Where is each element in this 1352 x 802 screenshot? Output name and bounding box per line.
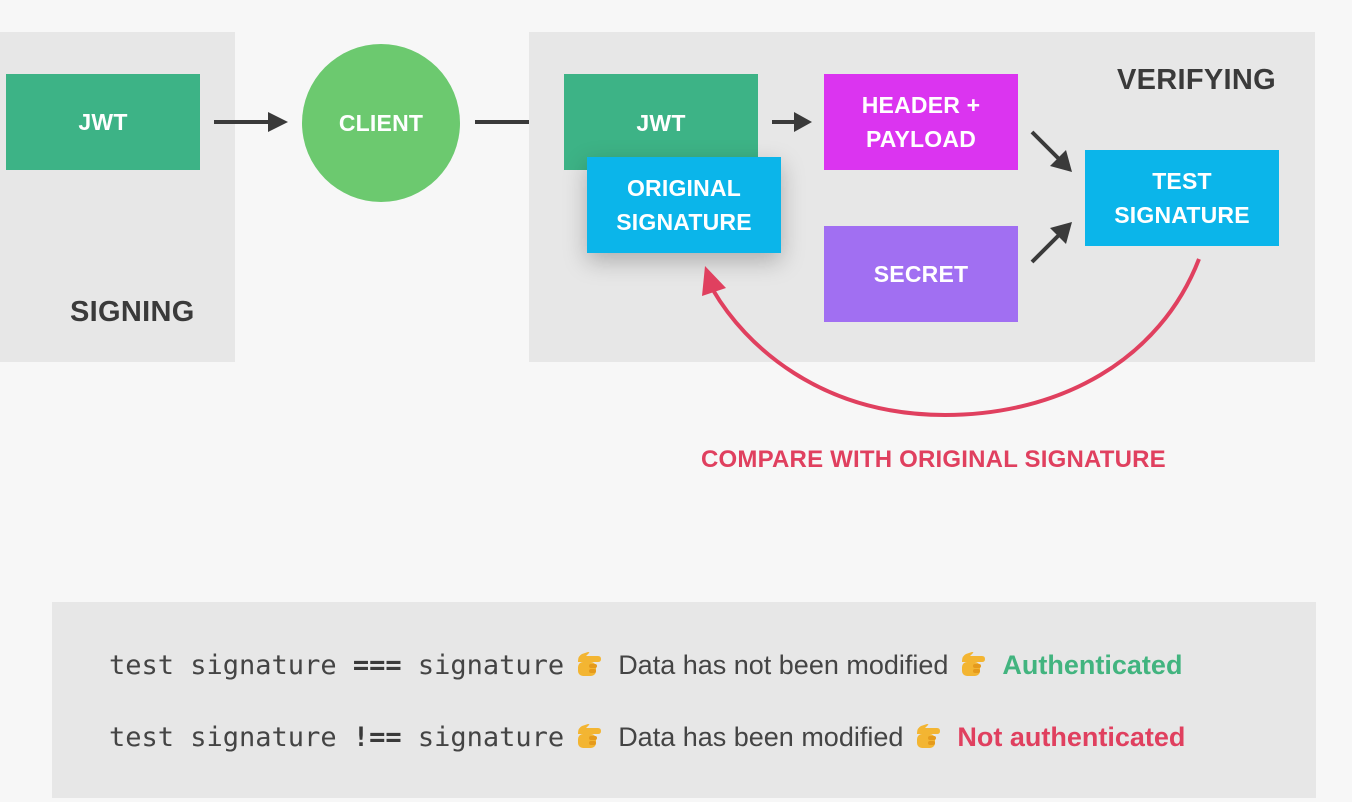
rule-message: Data has been modified bbox=[618, 721, 904, 752]
rule-row-match: test signature === signature Data has no… bbox=[109, 645, 1182, 685]
compare-label: COMPARE WITH ORIGINAL SIGNATURE bbox=[701, 446, 1166, 473]
signing-jwt-box: JWT bbox=[6, 74, 200, 170]
rule-code: test signature !== signature bbox=[109, 721, 565, 753]
pointing-right-icon bbox=[578, 652, 602, 676]
verification-rules: test signature === signature Data has no… bbox=[52, 602, 1316, 798]
rule-message: Data has not been modified bbox=[618, 649, 949, 680]
rule-result-authenticated: Authenticated bbox=[1002, 649, 1183, 680]
original-signature-box: ORIGINAL SIGNATURE bbox=[587, 157, 781, 253]
pointing-right-icon bbox=[917, 724, 941, 748]
secret-box: SECRET bbox=[824, 226, 1018, 322]
rule-result-not-authenticated: Not authenticated bbox=[957, 721, 1186, 752]
rule-row-mismatch: test signature !== signature Data has be… bbox=[109, 717, 1185, 757]
compare-arrow bbox=[702, 258, 1201, 418]
verifying-label: VERIFYING bbox=[1117, 64, 1276, 96]
arrow-jwt-to-header-payload bbox=[772, 112, 812, 132]
signing-label: SIGNING bbox=[70, 296, 195, 328]
pointing-right-icon bbox=[962, 652, 986, 676]
pointing-right-icon bbox=[578, 724, 602, 748]
client-node: CLIENT bbox=[302, 44, 460, 202]
verifying-jwt-box: JWT bbox=[564, 74, 758, 170]
rule-code: test signature === signature bbox=[109, 649, 565, 681]
arrow-jwt-to-client bbox=[214, 112, 288, 132]
header-payload-box: HEADER + PAYLOAD bbox=[824, 74, 1018, 170]
arrow-secret-to-test-signature bbox=[1030, 222, 1072, 264]
verifying-jwt-label: JWT bbox=[636, 110, 686, 136]
arrow-header-payload-to-test-signature bbox=[1030, 130, 1072, 172]
test-signature-box: TEST SIGNATURE bbox=[1085, 150, 1279, 246]
